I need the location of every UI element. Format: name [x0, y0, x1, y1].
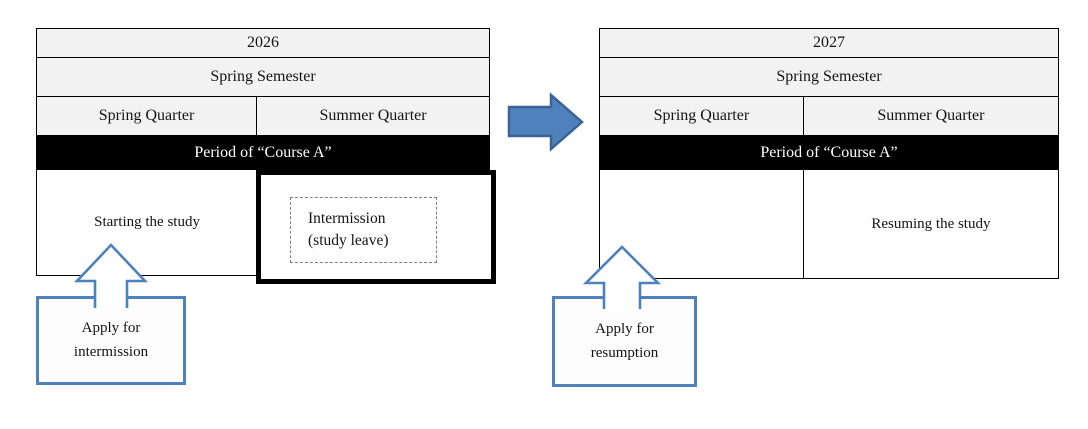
period-banner: Period of “Course A” [600, 136, 1058, 170]
year-label: 2027 [813, 34, 845, 51]
resuming-study-label: Resuming the study [871, 215, 991, 232]
summer-quarter-label: Summer Quarter [877, 107, 985, 124]
table-2026: 2026 Spring Semester Spring Quarter Summ… [36, 28, 490, 276]
callout-line2: resumption [590, 344, 659, 361]
resuming-study-cell: Resuming the study [804, 170, 1058, 278]
semester-label: Spring Semester [210, 68, 316, 85]
summer-quarter-cell: Summer Quarter [804, 97, 1058, 135]
flow-right-arrow-icon [507, 92, 584, 152]
quarter-row: Spring Quarter Summer Quarter [37, 97, 489, 136]
starting-study-cell: Starting the study [37, 170, 257, 275]
callout-line2: intermission [73, 343, 149, 360]
summer-quarter-label: Summer Quarter [319, 107, 427, 124]
up-arrow-icon [73, 243, 149, 308]
period-label: Period of “Course A” [760, 143, 898, 161]
year-label: 2026 [247, 34, 279, 51]
year-cell: 2026 [37, 29, 489, 58]
apply-intermission-callout: Apply for intermission [36, 296, 186, 385]
intermission-dashed-box: Intermission (study leave) [290, 197, 437, 263]
spring-quarter-cell: Spring Quarter [600, 97, 804, 135]
table-2027: 2027 Spring Semester Spring Quarter Summ… [599, 28, 1059, 279]
spring-quarter-label: Spring Quarter [98, 107, 195, 124]
callout-line1: Apply for [595, 321, 654, 338]
body-row: Starting the study [37, 170, 489, 275]
quarter-row: Spring Quarter Summer Quarter [600, 97, 1058, 136]
period-banner: Period of “Course A” [37, 136, 489, 170]
intermission-label-line2: (study leave) [308, 232, 389, 249]
up-arrow-icon [582, 245, 662, 309]
semester-cell: Spring Semester [37, 58, 489, 97]
semester-label: Spring Semester [776, 68, 882, 85]
starting-study-label: Starting the study [94, 214, 200, 230]
intermission-label-line1: Intermission [308, 210, 386, 227]
spring-quarter-label: Spring Quarter [653, 107, 750, 124]
callout-line1: Apply for [81, 320, 141, 337]
apply-resumption-callout: Apply for resumption [552, 296, 697, 387]
period-label: Period of “Course A” [194, 143, 332, 161]
summer-quarter-cell: Summer Quarter [257, 97, 489, 135]
empty-cell [600, 170, 804, 278]
spring-quarter-cell: Spring Quarter [37, 97, 258, 135]
body-row: Resuming the study [600, 170, 1058, 278]
semester-cell: Spring Semester [600, 58, 1058, 97]
year-cell: 2027 [600, 29, 1058, 58]
